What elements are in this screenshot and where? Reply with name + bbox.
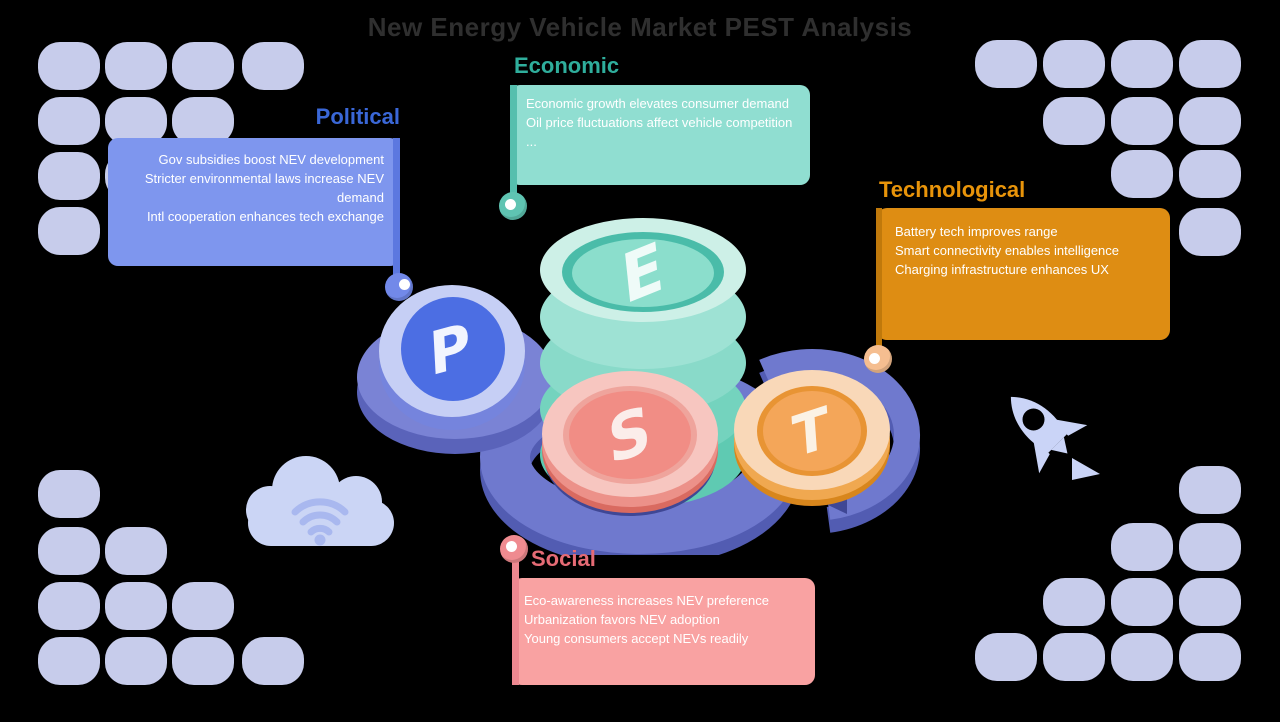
- decor-square: [105, 637, 167, 685]
- social-connector-line: [512, 556, 519, 685]
- economic-connector-dot: [499, 192, 527, 220]
- political-connector-dot: [385, 273, 413, 301]
- political-point: Stricter environmental laws increase NEV…: [144, 171, 384, 205]
- social-box: Eco-awareness increases NEV preference U…: [512, 578, 815, 685]
- decor-square: [38, 152, 100, 200]
- decor-square: [242, 637, 304, 685]
- decor-square: [1179, 633, 1241, 681]
- decor-square: [105, 97, 167, 145]
- decor-square: [1111, 633, 1173, 681]
- coin-letter-s: S: [606, 391, 654, 479]
- coin-technological: T: [734, 370, 890, 506]
- decor-square: [1043, 97, 1105, 145]
- technological-point: Charging infrastructure enhances UX: [895, 262, 1109, 277]
- decor-square: [1179, 97, 1241, 145]
- coin-letter-t: T: [791, 395, 831, 472]
- dot-highlight: [505, 199, 516, 210]
- political-box: Gov subsidies boost NEV development Stri…: [108, 138, 400, 266]
- decor-square: [1111, 40, 1173, 88]
- decor-square: [1111, 150, 1173, 198]
- dot-highlight: [399, 279, 410, 290]
- decor-square: [38, 470, 100, 518]
- decor-square: [1179, 208, 1241, 256]
- social-point: Urbanization favors NEV adoption: [524, 612, 720, 627]
- economic-label: Economic: [514, 53, 620, 78]
- social-connector-dot: [500, 535, 528, 563]
- decor-square: [975, 40, 1037, 88]
- decor-square: [1179, 578, 1241, 626]
- economic-point: Economic growth elevates consumer demand: [526, 96, 790, 111]
- decor-square: [242, 42, 304, 90]
- economic-box: Economic growth elevates consumer demand…: [510, 85, 810, 185]
- political-point: Gov subsidies boost NEV development: [158, 152, 384, 167]
- political-point: Intl cooperation enhances tech exchange: [146, 209, 384, 224]
- decor-square: [172, 97, 234, 145]
- decor-square: [38, 582, 100, 630]
- dot-highlight: [506, 541, 517, 552]
- decor-square: [38, 207, 100, 255]
- social-point: Eco-awareness increases NEV preference: [524, 593, 769, 608]
- decor-square: [105, 582, 167, 630]
- dot-highlight: [869, 353, 880, 364]
- social-point: Young consumers accept NEVs readily: [524, 631, 749, 646]
- economic-connector-line: [510, 85, 517, 196]
- technological-point: Smart connectivity enables intelligence: [895, 243, 1120, 258]
- rocket-icon: [1010, 396, 1100, 480]
- technological-connector-line: [876, 208, 882, 349]
- cloud-wifi-icon: [246, 456, 394, 546]
- political-connector-line: [393, 138, 400, 277]
- technological-label: Technological: [879, 177, 1026, 202]
- decor-square: [975, 633, 1037, 681]
- decor-square: [172, 637, 234, 685]
- decor-square: [1111, 97, 1173, 145]
- coin-social: S: [542, 371, 718, 516]
- decor-square: [1043, 40, 1105, 88]
- technological-box: Battery tech improves range Smart connec…: [877, 208, 1170, 340]
- decor-square: [1179, 523, 1241, 571]
- decor-square: [1179, 150, 1241, 198]
- decor-square: [1111, 523, 1173, 571]
- pest-coins-illustration: E S T P: [357, 218, 920, 555]
- political-label: Political: [315, 104, 400, 129]
- coin-letter-e: E: [618, 227, 667, 320]
- economic-point: Oil price fluctuations affect vehicle co…: [526, 115, 793, 149]
- coin-political: P: [379, 285, 525, 430]
- decor-square: [1043, 578, 1105, 626]
- decor-square: [38, 527, 100, 575]
- decor-square: [1111, 578, 1173, 626]
- decor-square: [1179, 40, 1241, 88]
- page-title: New Energy Vehicle Market PEST Analysis: [367, 12, 913, 42]
- decor-square: [105, 527, 167, 575]
- coin-letter-p: P: [428, 310, 473, 390]
- decor-square: [38, 637, 100, 685]
- decor-square: [105, 42, 167, 90]
- decor-square: [172, 42, 234, 90]
- technological-connector-dot: [864, 345, 892, 373]
- technological-point: Battery tech improves range: [895, 224, 1058, 239]
- decor-square: [1043, 633, 1105, 681]
- decor-square: [1179, 466, 1241, 514]
- decor-square: [38, 97, 100, 145]
- wifi-icon: [291, 498, 349, 536]
- decor-square: [38, 42, 100, 90]
- social-label: Social: [531, 546, 596, 571]
- decor-square: [172, 582, 234, 630]
